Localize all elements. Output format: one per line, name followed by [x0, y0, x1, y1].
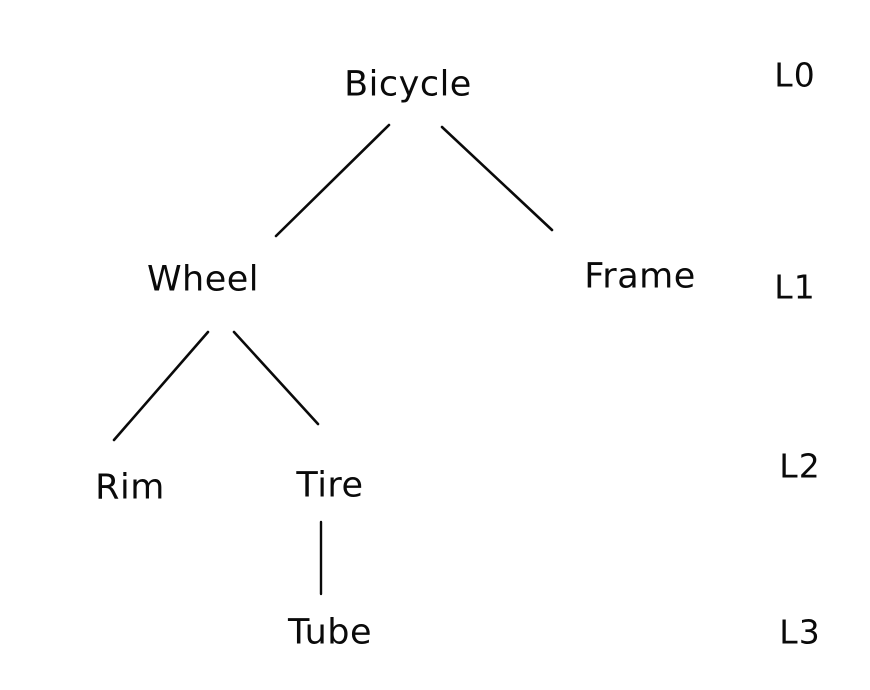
edge-wheel-tire	[232, 330, 320, 426]
edge-wheel-rim	[112, 330, 210, 442]
node-wheel[interactable]: Wheel	[146, 259, 260, 300]
node-rim[interactable]: Rim	[95, 467, 165, 508]
node-bicycle[interactable]: Bicycle	[344, 64, 472, 105]
edge-bicycle-frame	[440, 125, 554, 232]
level-label-l1: L1	[774, 267, 816, 307]
node-frame[interactable]: Frame	[584, 256, 696, 297]
node-tube[interactable]: Tube	[288, 612, 372, 653]
level-label-l3: L3	[779, 612, 821, 652]
node-tire[interactable]: Tire	[296, 465, 364, 506]
level-label-l2: L2	[779, 446, 821, 486]
edge-bicycle-wheel	[274, 123, 391, 238]
level-label-l0: L0	[774, 55, 816, 95]
